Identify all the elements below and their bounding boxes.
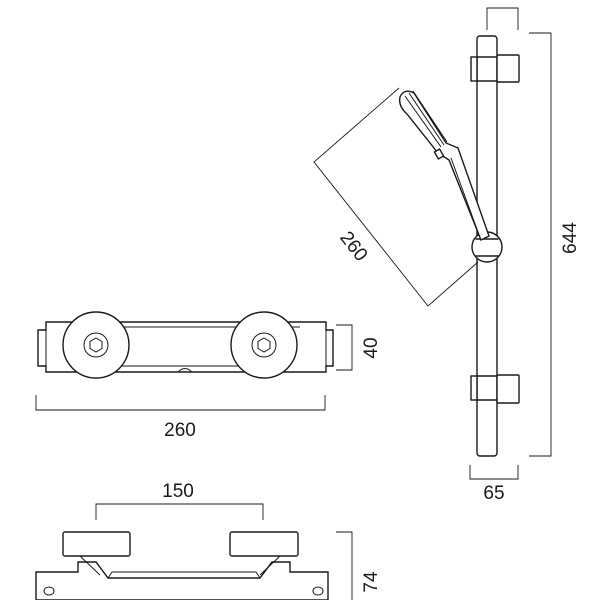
hand-shower <box>398 90 490 241</box>
upper-wall-bracket <box>470 54 520 83</box>
bottom-body <box>35 561 329 600</box>
lower-wall-bracket <box>470 374 520 404</box>
height-label-74: 74 <box>361 571 382 593</box>
height-label-40: 40 <box>361 337 382 358</box>
front-view: 260 40 <box>35 311 382 441</box>
width-dimension-65: 65 <box>469 465 519 504</box>
arm-dimension-260: 260 <box>313 87 479 307</box>
arm-label-260: 260 <box>335 228 371 266</box>
bottom-view: 150 74 <box>35 481 382 600</box>
right-mounting-hole <box>312 586 324 596</box>
right-handle-disc <box>230 311 298 379</box>
height-label-644: 644 <box>560 222 581 254</box>
side-view: 644 65 260 <box>313 7 581 504</box>
left-mounting-hole <box>43 586 55 596</box>
spacing-label-150: 150 <box>162 481 194 502</box>
height-dimension-644: 644 <box>529 32 581 457</box>
left-handle-disc <box>62 311 130 379</box>
top-clearance-bracket <box>486 7 519 30</box>
height-dimension-40: 40 <box>336 324 382 371</box>
width-label-65: 65 <box>483 483 504 504</box>
width-dimension-260: 260 <box>35 395 326 441</box>
height-dimension-74: 74 <box>336 531 382 600</box>
width-label-260: 260 <box>164 420 196 441</box>
right-connector <box>229 531 299 557</box>
left-connector <box>62 531 131 557</box>
spacing-dimension-150: 150 <box>95 481 264 520</box>
